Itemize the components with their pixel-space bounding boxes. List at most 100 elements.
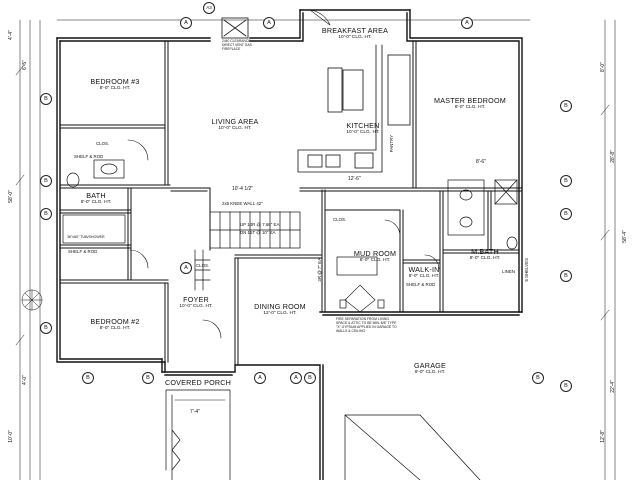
doors (127, 9, 440, 339)
grid-marker: B (40, 322, 52, 334)
fire-separation-note: FIRE SEPARATION FROM LIVING SPACE & ATTI… (336, 317, 397, 333)
room-breakfast-area: BREAKFAST AREA 10'-0" CLG. HT. (310, 27, 400, 40)
room-covered-porch: COVERED PORCH (160, 379, 236, 387)
room-ceiling-height: 10'-0" CLG. HT. (179, 303, 213, 309)
dimension: 22'-4" (610, 380, 616, 393)
dimension: 7'-4" (190, 409, 200, 415)
section-marker: A3 (203, 2, 215, 14)
room-name: FOYER (183, 295, 209, 304)
interior-walls (59, 40, 523, 366)
room-bedroom-3: BEDROOM #3 8'-0" CLG. HT. (70, 78, 160, 91)
dimension: 6'-5" (22, 60, 28, 70)
room-name: KITCHEN (346, 121, 380, 130)
room-ceiling-height: 10'-0" CLG. HT. (218, 125, 252, 131)
room-name: BATH (86, 191, 106, 200)
room-name: LIVING AREA (211, 117, 259, 126)
grid-marker: B (560, 208, 572, 220)
room-kitchen: KITCHEN 10'-0" CLG. HT. (328, 122, 398, 135)
shelf-rod-label: SHELF & ROD (406, 282, 436, 287)
grid-marker: A (180, 17, 192, 29)
dimension-lines (15, 19, 616, 480)
room-name: MUD ROOM (353, 249, 397, 258)
room-name: M.BATH (471, 247, 499, 256)
room-name: DINING ROOM (254, 302, 306, 311)
grid-marker: B (560, 380, 572, 392)
room-master-bedroom: MASTER BEDROOM 8'-0" CLG. HT. (430, 97, 510, 110)
grid-marker: B (82, 372, 94, 384)
stairs (194, 211, 301, 291)
linen-label: LINEN (502, 269, 515, 274)
exterior-walls (56, 9, 523, 480)
dimension: 4'-4" (8, 30, 14, 40)
dimension: 12'-8" (600, 430, 606, 443)
grid-marker: B (532, 372, 544, 384)
room-name: MASTER BEDROOM (434, 96, 506, 105)
stair-up-label: UP 14R @ 7.66" EA (240, 222, 280, 227)
grid-marker: A (461, 17, 473, 29)
grid-marker: B (40, 208, 52, 220)
dimension: 58'-4" (622, 230, 628, 243)
dimension: 10'-0" (8, 430, 14, 443)
shelves-label: 5 SHELVES (524, 258, 529, 282)
grid-marker: B (142, 372, 154, 384)
bath-fixtures (62, 159, 518, 276)
dimension: 8'-6" (476, 159, 486, 165)
room-garage: GARAGE 9'-0" CLG. HT. (380, 362, 480, 375)
stair-down-label: DN 15T @ 10" EA (240, 230, 276, 235)
room-name: COVERED PORCH (164, 378, 232, 387)
room-name: BREAKFAST AREA (321, 26, 389, 35)
room-ceiling-height: 8'-0" CLG. HT. (359, 257, 391, 263)
room-name: BEDROOM #3 (90, 77, 140, 86)
room-ceiling-height: 10'-0" CLG. HT. (346, 129, 380, 135)
dimension: 4'-0" (22, 375, 28, 385)
room-dining-room: DINING ROOM 12'-0" CLG. HT. (240, 303, 320, 316)
shelf-rod-label: SHELF & ROD (74, 154, 104, 159)
grid-marker: B (40, 93, 52, 105)
fireplace-note: 2440 CLEARANCE DIRECT VENT GAS FIREPLACE (222, 39, 252, 51)
knee-wall-label: 2x6 KNEE WALL 42" (222, 201, 263, 206)
pantry-label: PANTRY (389, 135, 394, 153)
room-foyer: FOYER 10'-0" CLG. HT. (166, 296, 226, 309)
room-name: WALK-IN (408, 265, 440, 274)
room-ceiling-height: 12'-0" CLG. HT. (263, 310, 297, 316)
room-ceiling-height: 8'-0" CLG. HT. (408, 273, 440, 279)
dimension: 8'-0" (600, 62, 606, 72)
closet-label: CLOS. (333, 217, 347, 222)
room-bath: BATH 8'-0" CLG. HT. (66, 192, 126, 205)
fireplace (221, 17, 249, 39)
room-ceiling-height: 8'-0" CLG. HT. (454, 104, 486, 110)
room-bedroom-2: BEDROOM #2 8'-0" CLG. HT. (70, 318, 160, 331)
dimension: 12'-6" (348, 176, 361, 182)
room-mud-room: MUD ROOM 8'-0" CLG. HT. (340, 250, 410, 263)
garage-elements (165, 299, 481, 480)
room-master-bath: M.BATH 8'-0" CLG. HT. (455, 248, 515, 261)
dimension: 28'-8" (610, 150, 616, 163)
room-name: BEDROOM #2 (90, 317, 140, 326)
closet-label: CLOS. (96, 141, 110, 146)
dimension: 10'-4 1/2" (232, 186, 254, 192)
grid-marker: B (560, 100, 572, 112)
room-walk-in: WALK-IN 8'-0" CLG. HT. (402, 266, 446, 279)
shelf-rod-label: SHELF & ROD (68, 249, 98, 254)
mud-stair-label: 3R @ 7" EA (317, 258, 322, 282)
room-ceiling-height: 10'-0" CLG. HT. (338, 34, 372, 40)
grid-marker: A (263, 17, 275, 29)
closet-label: CLOS. (196, 263, 210, 268)
room-ceiling-height: 8'-0" CLG. HT. (80, 199, 112, 205)
room-name: GARAGE (414, 361, 446, 370)
grid-marker: B (560, 270, 572, 282)
room-ceiling-height: 8'-0" CLG. HT. (99, 85, 131, 91)
grid-marker: B (40, 175, 52, 187)
grid-marker: A (254, 372, 266, 384)
room-ceiling-height: 8'-0" CLG. HT. (469, 255, 501, 261)
room-living-area: LIVING AREA 10'-0" CLG. HT. (190, 118, 280, 131)
grid-marker: A (180, 262, 192, 274)
dimension: 58'-0" (8, 190, 14, 203)
room-ceiling-height: 9'-0" CLG. HT. (414, 369, 446, 375)
grid-marker: A (290, 372, 302, 384)
grid-marker: B (560, 175, 572, 187)
kitchen-counters (297, 44, 411, 173)
grid-marker: B (304, 372, 316, 384)
